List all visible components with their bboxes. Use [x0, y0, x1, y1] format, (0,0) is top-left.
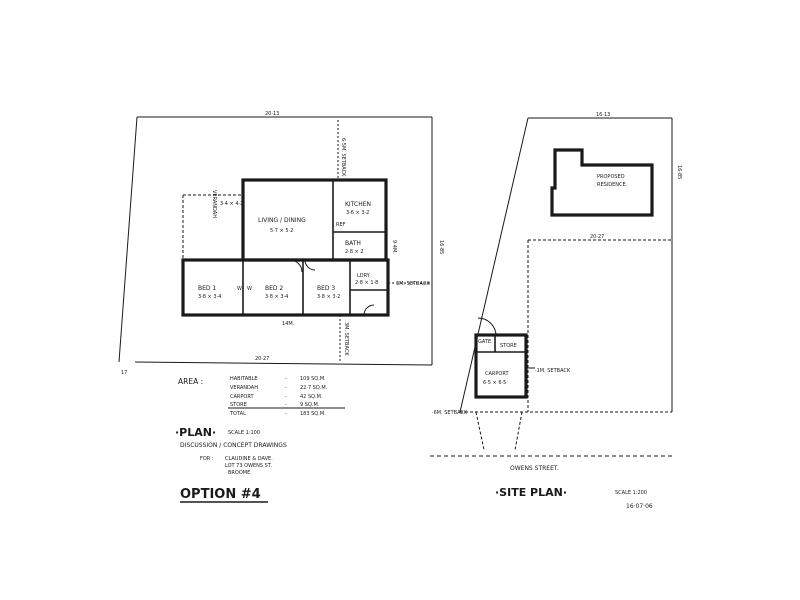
bed2-label: BED 2: [265, 285, 283, 292]
discussion-note: DISCUSSION / CONCEPT DRAWINGS: [180, 442, 287, 449]
area-row-label: STORE: [230, 402, 247, 408]
area-row-value: 9 SQ.M.: [300, 402, 320, 408]
site-scale: SCALE 1:200: [615, 490, 647, 496]
door-arc-living: [289, 259, 303, 273]
drawing-date: 16·07·06: [626, 503, 653, 510]
bath-label: BATH: [345, 240, 361, 247]
bed3-label: BED 3: [317, 285, 335, 292]
site-top-dim: 16·13: [596, 112, 610, 118]
door-arc-ldry: [363, 304, 375, 316]
bottom-boundary-dim: 20·27: [255, 356, 269, 362]
site-plan: 16·13 16·85 20·27 PROPOSED RESIDENCE. GA…: [430, 112, 682, 510]
ldry-label: LDRY: [357, 273, 371, 279]
area-row-dash: -: [285, 394, 287, 400]
living-dims: 5·7 × 5·2: [270, 228, 293, 234]
wardrobe-label-1: W: [237, 286, 242, 292]
kitchen-label: KITCHEN: [345, 201, 371, 208]
area-row-dash: -: [285, 385, 287, 391]
ref-label: REF: [336, 222, 346, 228]
site-boundary-left: [459, 117, 529, 413]
kitchen-dims: 3·6 × 3·2: [346, 210, 369, 216]
site-plan-title: ·SITE PLAN·: [495, 486, 567, 499]
area-schedule: AREA : HABITABLE - 109 SQ.M. VERANDAH - …: [175, 376, 345, 503]
area-row-label: VERANDAH: [230, 385, 258, 391]
gate-label: GATE.: [478, 339, 493, 345]
side-setback-label: 3M. SETBACK: [396, 281, 430, 287]
lot-address: LOT 73 OWENS ST.: [225, 463, 272, 469]
bedroom-block-wall: [181, 258, 390, 317]
carport-label: CARPORT: [485, 371, 509, 377]
wardrobe-label-2: W: [247, 286, 252, 292]
site-right-dim: 16·85: [676, 165, 682, 179]
residence-label: RESIDENCE.: [597, 182, 628, 188]
right-dim: 9·4M.: [391, 240, 397, 254]
client-name: CLAUDINE & DAVE.: [225, 456, 273, 462]
street-label: OWENS STREET.: [510, 465, 559, 472]
gate-arc: [477, 317, 497, 337]
area-row-dash: -: [285, 376, 287, 382]
lot-boundary-left: [118, 116, 138, 363]
plan-scale: SCALE 1:100: [228, 430, 260, 436]
option-title: OPTION #4: [180, 487, 261, 502]
carport-block: [474, 333, 528, 399]
verandah-dims: 3·4 × 4·2: [220, 201, 243, 207]
town-name: BROOME.: [228, 470, 252, 476]
bed1-dims: 3·8 × 3·4: [198, 294, 221, 300]
proposed-residence: [550, 148, 654, 217]
area-row-value: 183 SQ.M.: [300, 411, 326, 417]
floor-plan: 20·13 16·85 6·5M. SETBACK VERANDAH 3·4 ×…: [118, 111, 444, 376]
area-row-dash: -: [285, 411, 287, 417]
verandah-label: VERANDAH: [211, 190, 217, 218]
area-row-value: 22·7 SQ.M.: [300, 385, 328, 391]
bed1-label: BED 1: [198, 285, 216, 292]
bath-dims: 2·8 × 2: [345, 249, 364, 255]
driveway-line-left: [475, 411, 485, 451]
area-row-value: 42 SQ.M.: [300, 394, 323, 400]
area-heading: AREA :: [178, 377, 203, 386]
store-label: STORE: [500, 343, 517, 349]
bottom-setback-label: 3M. SETBACK: [343, 322, 349, 356]
area-row-label: HABITABLE: [230, 376, 258, 382]
area-row-label: CARPORT: [230, 394, 254, 400]
setback-label-2: ·6M. SETBACK: [432, 410, 468, 416]
bed3-dims: 3·8 × 3·2: [317, 294, 340, 300]
bottom-dim: 14M.: [282, 321, 295, 327]
lot-boundary-bottom: [134, 361, 433, 366]
ldry-dims: 2·8 × 1·8: [355, 280, 378, 286]
plan-title: ·PLAN·: [175, 426, 216, 439]
site-mid-dim: 20·27: [590, 234, 604, 240]
front-setback-label: 6·5M. SETBACK: [340, 138, 346, 177]
bed2-dims: 3·8 × 3·4: [265, 294, 288, 300]
area-row-label: TOTAL: [229, 411, 246, 417]
door-arc-bed3: [304, 259, 316, 271]
driveway-line-right: [514, 411, 523, 451]
living-label: LIVING / DINING: [258, 217, 306, 224]
for-label: FOR :: [200, 456, 214, 462]
left-dim: 17: [121, 370, 127, 376]
area-row-dash: -: [285, 402, 287, 408]
area-row-value: 109 SQ.M.: [300, 376, 326, 382]
proposed-label: PROPOSED: [597, 174, 625, 180]
carport-dims: 6·5 × 6·5: [483, 380, 506, 386]
right-boundary-dim: 16·85: [438, 240, 444, 254]
top-boundary-dim: 20·13: [265, 111, 279, 117]
setback-label-1: ·1M. SETBACK: [535, 368, 571, 374]
